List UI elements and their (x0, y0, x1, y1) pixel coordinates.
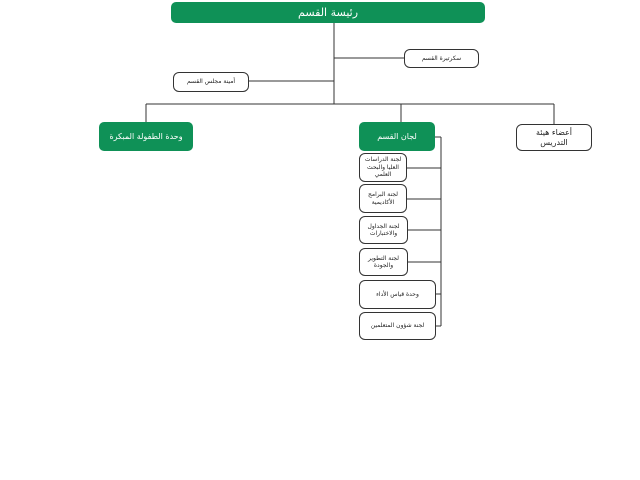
committee-item-label: لجنة الجداول والاختبارات (367, 222, 400, 238)
root-label: رئيسة القسم (298, 5, 359, 19)
committee-item: لجنة التطوير والجودة (359, 248, 408, 276)
faculty-label: أعضاء هيئة التدريس (535, 127, 572, 147)
root-node: رئيسة القسم (171, 2, 485, 23)
council-secretary-node: أمينة مجلس القسم (173, 72, 249, 92)
committee-item: لجنة الجداول والاختبارات (359, 216, 408, 244)
committee-item: لجنة البرامج الأكاديمية (359, 184, 407, 213)
faculty-node: أعضاء هيئة التدريس (516, 124, 592, 151)
council-secretary-label: أمينة مجلس القسم (186, 78, 236, 86)
early-childhood-label: وحدة الطفولة المبكرة (109, 131, 183, 141)
secretary-node: سكرتيرة القسم (404, 49, 479, 68)
committees-label: لجان القسم (377, 131, 417, 141)
committee-item: وحدة قياس الأداء (359, 280, 436, 309)
committees-node: لجان القسم (359, 122, 435, 151)
committee-item-label: لجنة التطوير والجودة (368, 254, 399, 270)
committee-item-label: لجنة شؤون المتعلمين (370, 322, 425, 330)
secretary-label: سكرتيرة القسم (421, 54, 462, 62)
early-childhood-node: وحدة الطفولة المبكرة (99, 122, 193, 151)
committee-item: لجنة شؤون المتعلمين (359, 312, 436, 340)
committee-item-label: لجنة البرامج الأكاديمية (367, 191, 398, 206)
committee-item-label: لجنة الدراسات العليا والبحث العلمي (364, 156, 402, 179)
committee-item: لجنة الدراسات العليا والبحث العلمي (359, 153, 407, 182)
committee-item-label: وحدة قياس الأداء (376, 290, 419, 298)
